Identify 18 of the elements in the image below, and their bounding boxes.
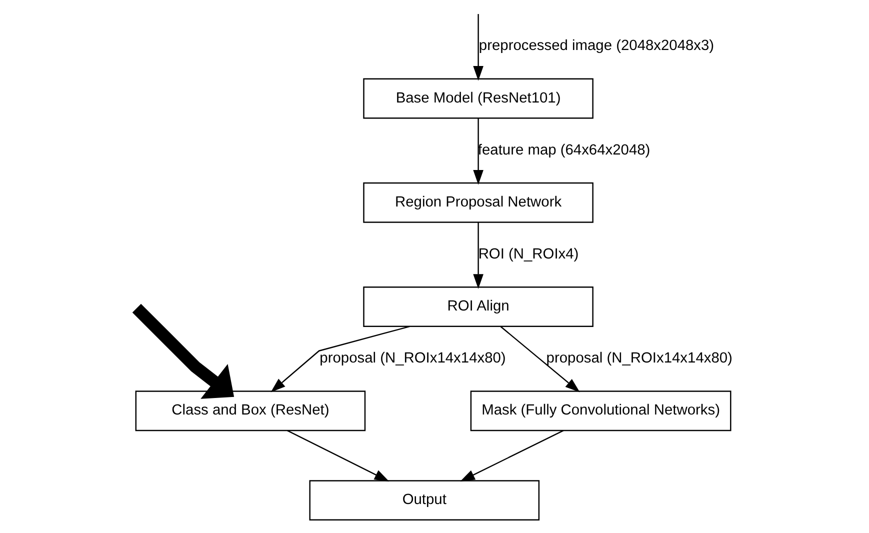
node-box: Region Proposal Network <box>363 182 594 223</box>
arrow <box>460 430 564 482</box>
arrow <box>473 14 484 81</box>
node-box: Output <box>309 480 540 521</box>
arrow <box>270 326 410 392</box>
edge-label: ROI (N_ROIx4) <box>478 246 579 262</box>
arrow <box>132 304 234 399</box>
arrow <box>473 222 484 289</box>
node-box: Base Model (ResNet101) <box>363 78 594 119</box>
node-box: ROI Align <box>363 286 594 327</box>
arrow <box>473 118 484 185</box>
edge-label: preprocessed image (2048x2048x3) <box>478 38 714 54</box>
arrow <box>500 326 580 392</box>
node-box: Mask (Fully Convolutional Networks) <box>470 390 732 432</box>
node-box: Class and Box (ResNet) <box>135 390 366 432</box>
edge-label: proposal (N_ROIx14x14x80) <box>546 350 732 367</box>
arrow <box>287 430 390 482</box>
edge-label: proposal (N_ROIx14x14x80) <box>320 350 506 367</box>
